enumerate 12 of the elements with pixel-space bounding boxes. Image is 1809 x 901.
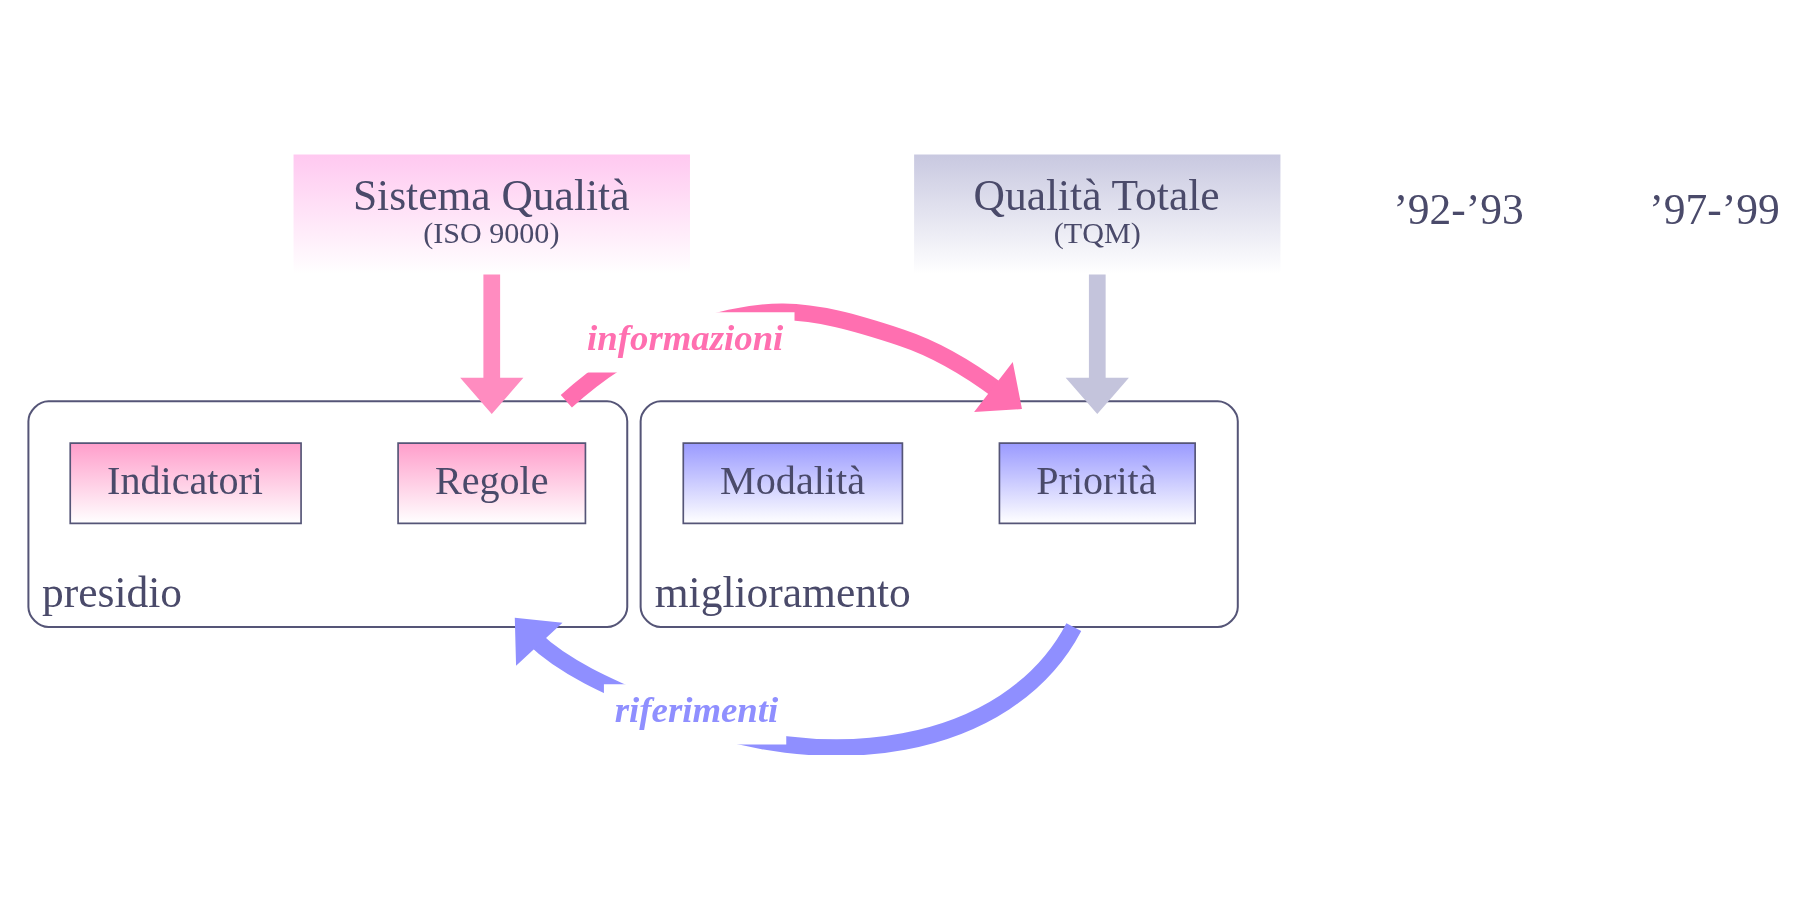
arrow [460, 274, 524, 414]
label: ’92-’93 [1393, 184, 1524, 233]
arrow [514, 617, 1081, 755]
node-box: Indicatori [69, 441, 302, 524]
edge-label: riferimenti [614, 688, 779, 730]
edge-label: informazioni [587, 316, 784, 358]
label: ’97-’99 [1649, 184, 1780, 233]
arrow [1065, 274, 1129, 414]
node-box: Modalità [682, 441, 904, 524]
arrow [560, 303, 1022, 412]
node-box: Regole [397, 441, 587, 524]
node-box: Priorità [998, 441, 1196, 524]
